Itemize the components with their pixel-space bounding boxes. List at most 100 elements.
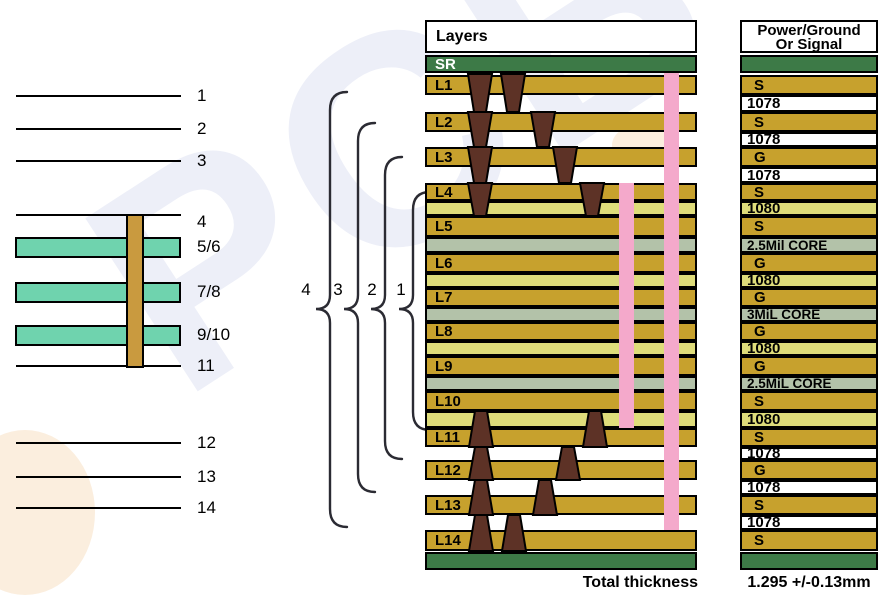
signal-row-1080: 1080 <box>740 201 878 216</box>
brace-3 <box>343 121 377 494</box>
signal-row-label: 1078 <box>747 514 781 531</box>
signal-row-S: S <box>740 216 878 237</box>
signal-row-S: S <box>740 183 878 201</box>
signal-row-1078: 1078 <box>740 167 878 183</box>
signal-row-S: S <box>740 495 878 515</box>
stackup-row-band-16 <box>425 341 697 356</box>
signal-row-label: S <box>754 532 765 549</box>
stackup-row-label: L9 <box>435 357 453 375</box>
brace-2 <box>370 155 404 461</box>
stackup-row-band-8 <box>425 201 697 216</box>
legend-line-14 <box>16 507 181 509</box>
signal-row-label: 1078 <box>747 95 781 112</box>
legend-buried-via-bar <box>126 214 144 368</box>
stackup-row-L6: L6 <box>425 253 697 273</box>
power-ground-header-line1: Power/Ground <box>757 22 861 39</box>
stackup-row-L13: L13 <box>425 495 697 515</box>
stackup-row-L1: L1 <box>425 75 697 95</box>
signal-row-label: 1078 <box>747 479 781 496</box>
stackup-row-L4: L4 <box>425 183 697 201</box>
stackup-row-label: L4 <box>435 183 453 201</box>
layers-header-label: Layers <box>436 28 488 45</box>
signal-row-G: G <box>740 356 878 376</box>
stackup-row-label: L2 <box>435 113 453 131</box>
layers-header: Layers <box>425 20 697 53</box>
legend-line-1 <box>16 95 181 97</box>
signal-row-label: G <box>754 254 766 272</box>
stackup-row-label: L8 <box>435 323 453 340</box>
signal-row-label: G <box>754 323 766 340</box>
signal-row-1080: 1080 <box>740 341 878 356</box>
signal-row-1078: 1078 <box>740 515 878 530</box>
legend-label-14: 14 <box>197 498 216 517</box>
legend-line-13 <box>16 476 181 478</box>
signal-row-label: 1078 <box>747 445 781 462</box>
legend-line-12 <box>16 442 181 444</box>
signal-row-G: G <box>740 288 878 307</box>
signal-row-G: G <box>740 147 878 167</box>
stackup-row-L8: L8 <box>425 322 697 341</box>
stackup-row-label: SR <box>435 55 456 73</box>
legend-label-2: 2 <box>197 119 207 138</box>
signal-row-label: 1078 <box>747 131 781 148</box>
stackup-row-band-10 <box>425 237 697 253</box>
legend-line-11 <box>16 365 181 367</box>
legend-label-1: 1 <box>197 86 207 105</box>
signal-row-band-28 <box>740 552 878 570</box>
signal-row-label: 1080 <box>747 272 781 289</box>
stackup-row-label: L1 <box>435 76 453 94</box>
signal-row-2.5MiL-CORE: 2.5MiL CORE <box>740 376 878 391</box>
signal-row-label: 1080 <box>747 411 781 428</box>
signal-row-label: S <box>754 392 765 410</box>
legend-label-11: 11 <box>197 356 215 375</box>
legend-line-3 <box>16 160 181 162</box>
stackup-row-label: L6 <box>435 254 453 272</box>
legend-label-12: 12 <box>197 433 216 452</box>
stackup-row-band-14 <box>425 307 697 322</box>
power-ground-header: Power/Ground Or Signal <box>740 20 878 53</box>
legend-label-13: 13 <box>197 467 216 486</box>
legend-label-9-10: 9/10 <box>197 325 231 344</box>
stackup-row-band-28 <box>425 552 697 570</box>
signal-row-label: S <box>754 113 765 131</box>
power-ground-header-line2: Or Signal <box>775 36 843 53</box>
signal-row-label: S <box>754 429 765 446</box>
stackup-row-L2: L2 <box>425 112 697 132</box>
signal-row-label: G <box>754 357 766 375</box>
signal-row-S: S <box>740 428 878 447</box>
signal-row-2.5Mil-CORE: 2.5Mil CORE <box>740 237 878 253</box>
signal-row-G: G <box>740 460 878 480</box>
stackup-row-L7: L7 <box>425 288 697 307</box>
signal-row-label: S <box>754 183 765 201</box>
stackup-row-label: L7 <box>435 289 453 306</box>
stackup-row-label: L5 <box>435 218 453 235</box>
signal-row-1078: 1078 <box>740 480 878 495</box>
signal-row-label: 1078 <box>747 166 781 184</box>
stackup-row-label: L12 <box>435 461 461 479</box>
stackup-row-band-12 <box>425 273 697 288</box>
stackup-row-label: L13 <box>435 496 461 514</box>
stackup-row-label: L14 <box>435 532 461 549</box>
signal-row-S: S <box>740 75 878 95</box>
signal-row-label: 1080 <box>747 340 781 357</box>
brace-4 <box>315 90 349 529</box>
legend-line-4 <box>16 214 181 216</box>
signal-row-label: 3MiL CORE <box>747 307 821 322</box>
legend-line-2 <box>16 128 181 130</box>
brace-label-2: 2 <box>367 280 377 299</box>
signal-row-1078: 1078 <box>740 132 878 147</box>
brace-label-1: 1 <box>396 280 406 299</box>
signal-row-label: 2.5MiL CORE <box>747 376 832 391</box>
legend-label-3: 3 <box>197 151 207 170</box>
brace-label-3: 3 <box>333 280 343 299</box>
stackup-row-label: L11 <box>435 429 461 446</box>
signal-row-G: G <box>740 322 878 341</box>
signal-row-S: S <box>740 391 878 411</box>
signal-row-label: G <box>754 289 766 306</box>
stackup-row-band-18 <box>425 376 697 391</box>
legend-label-5-6: 5/6 <box>197 237 221 256</box>
signal-row-S: S <box>740 530 878 551</box>
stackup-row-band-20 <box>425 411 697 428</box>
stackup-row-L9: L9 <box>425 356 697 376</box>
